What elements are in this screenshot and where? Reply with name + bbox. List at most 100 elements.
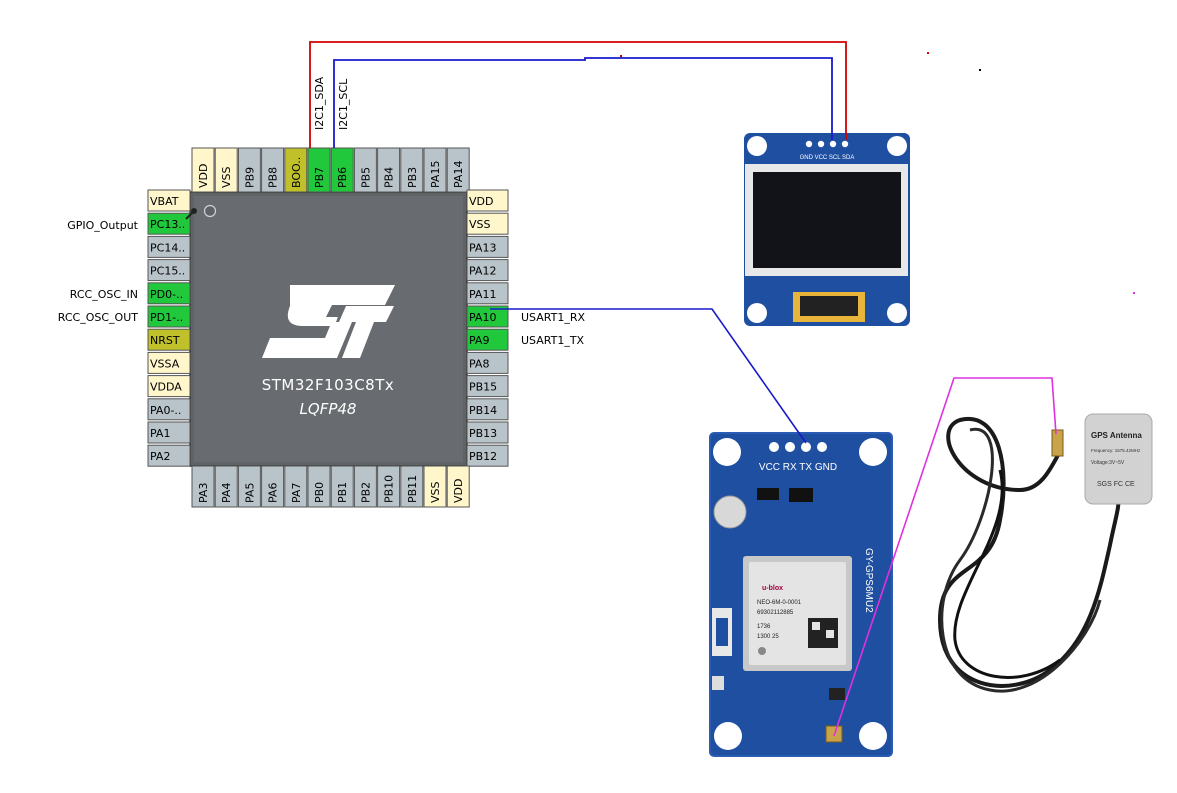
gps-module: VCC RX TX GND u-blox NEO-6M-0-0001 69302… bbox=[709, 432, 893, 757]
pin-label: PB4 bbox=[383, 167, 396, 188]
pin-pb15[interactable]: PB15 bbox=[466, 375, 509, 398]
signal-gpio-output: GPIO_Output bbox=[67, 219, 138, 232]
oled-pin-labels: GND VCC SCL SDA bbox=[800, 155, 855, 161]
pin-pb13[interactable]: PB13 bbox=[466, 421, 509, 444]
pin-vdd[interactable]: VDD bbox=[446, 465, 470, 508]
pin-pa5[interactable]: PA5 bbox=[237, 465, 261, 508]
pin-label: PA3 bbox=[197, 483, 210, 503]
pin-label: PA9 bbox=[469, 334, 489, 347]
pin-label: PB9 bbox=[243, 167, 256, 188]
wire-i2c-sda bbox=[309, 41, 847, 148]
st-logo bbox=[262, 285, 395, 358]
gps-mount-hole bbox=[713, 438, 741, 466]
antenna-cable bbox=[937, 416, 1121, 688]
pin-pb11[interactable]: PB11 bbox=[400, 465, 424, 508]
pins-left: VBAT PC13.. PC14.. PC15..PD0-.. PD1-.. NRST VS… bbox=[147, 189, 191, 467]
oled-pin bbox=[829, 140, 837, 148]
pin-label: VDDA bbox=[150, 381, 182, 394]
gps-mount-hole bbox=[714, 722, 742, 750]
pin-label: PA1 bbox=[150, 427, 170, 440]
pin-vss[interactable]: VSS bbox=[423, 465, 447, 508]
pin-pd1[interactable]: PD1-.. bbox=[147, 305, 191, 328]
gps-capacitor-mark bbox=[716, 618, 728, 646]
pin-vssa[interactable]: VSSA bbox=[147, 351, 191, 374]
pin-pb8[interactable]: PB8 bbox=[261, 147, 285, 193]
pushpin-icon bbox=[185, 208, 197, 220]
pin-pb0[interactable]: PB0 bbox=[307, 465, 331, 508]
pin-vdda[interactable]: VDDA bbox=[147, 375, 191, 398]
pin-label: PB2 bbox=[359, 482, 372, 503]
pin-pc13[interactable]: PC13.. bbox=[147, 212, 191, 235]
pin-pa8[interactable]: PA8 bbox=[466, 351, 509, 374]
pin-pb7[interactable]: PB7 bbox=[307, 147, 331, 193]
gps-chip-line-2: 69302112885 bbox=[757, 610, 794, 616]
pin-pa10[interactable]: PA10 bbox=[466, 305, 509, 328]
pin-vdd[interactable]: VDD bbox=[191, 147, 215, 193]
pin-label: PC14.. bbox=[150, 241, 185, 254]
pin-pb2[interactable]: PB2 bbox=[353, 465, 377, 508]
pin-pd0[interactable]: PD0-.. bbox=[147, 282, 191, 305]
pin-pa3[interactable]: PA3 bbox=[191, 465, 215, 508]
signal-usart1-tx: USART1_TX bbox=[521, 334, 585, 347]
gps-antenna: GPS Antenna Frequency: 1575.42MHz Voltag… bbox=[937, 413, 1153, 693]
pin-pa15[interactable]: PA15 bbox=[423, 147, 447, 193]
pin-label: PA7 bbox=[290, 483, 303, 503]
pin-pa11[interactable]: PA11 bbox=[466, 282, 509, 305]
oled-pin bbox=[841, 140, 849, 148]
pin-pa4[interactable]: PA4 bbox=[214, 465, 238, 508]
pin-label: PB10 bbox=[383, 475, 396, 503]
gps-side-text: GY-GPS6MU2 bbox=[863, 548, 874, 613]
pin-label: PB0 bbox=[313, 482, 326, 503]
pin-pb1[interactable]: PB1 bbox=[330, 465, 354, 508]
antenna-title: GPS Antenna bbox=[1091, 431, 1142, 440]
pin-pc15[interactable]: PC15.. bbox=[147, 259, 191, 282]
wire-usart bbox=[490, 308, 807, 444]
pin-pb4[interactable]: PB4 bbox=[377, 147, 401, 193]
pin-pb5[interactable]: PB5 bbox=[353, 147, 377, 193]
pin-label: PB6 bbox=[336, 167, 349, 188]
pin-label: PA10 bbox=[469, 311, 496, 324]
pin-label: BOO.. bbox=[290, 157, 303, 188]
gps-mount-hole bbox=[859, 438, 887, 466]
pin-pa14[interactable]: PA14 bbox=[446, 147, 470, 193]
pin-pb10[interactable]: PB10 bbox=[377, 465, 401, 508]
wire-antenna bbox=[833, 377, 1057, 737]
pin-vss[interactable]: VSS bbox=[214, 147, 238, 193]
pin-pa13[interactable]: PA13 bbox=[466, 235, 509, 258]
pin-label: VDD bbox=[469, 195, 493, 208]
pin-label: PB13 bbox=[469, 427, 497, 440]
antenna-cable-loop bbox=[953, 469, 1061, 679]
pin-vdd[interactable]: VDD bbox=[466, 189, 509, 212]
pin-pc14[interactable]: PC14.. bbox=[147, 235, 191, 258]
signal-rcc-osc-out: RCC_OSC_OUT bbox=[58, 311, 138, 324]
pin-label: PA8 bbox=[469, 357, 489, 370]
pin-pa6[interactable]: PA6 bbox=[261, 465, 285, 508]
pin-boo[interactable]: BOO.. bbox=[284, 147, 308, 193]
wire-i2c-scl bbox=[333, 57, 833, 148]
pin-pa0[interactable]: PA0-.. bbox=[147, 398, 191, 421]
pin-pa1[interactable]: PA1 bbox=[147, 421, 191, 444]
pin-nrst[interactable]: NRST bbox=[147, 328, 191, 351]
pin-pb14[interactable]: PB14 bbox=[466, 398, 509, 421]
pin-label: VSS bbox=[429, 481, 442, 503]
pin-vss[interactable]: VSS bbox=[466, 212, 509, 235]
pin-label: VBAT bbox=[150, 195, 179, 208]
stray-dot bbox=[620, 55, 622, 57]
gps-mount-hole bbox=[859, 722, 887, 750]
pin-pa9[interactable]: PA9 bbox=[466, 328, 509, 351]
gps-header-labels: VCC RX TX GND bbox=[759, 462, 837, 473]
pin-label: PB8 bbox=[267, 167, 280, 188]
pin-pa7[interactable]: PA7 bbox=[284, 465, 308, 508]
pin-vbat[interactable]: VBAT bbox=[147, 189, 191, 212]
stray-dot bbox=[1133, 292, 1135, 294]
pin-pb3[interactable]: PB3 bbox=[400, 147, 424, 193]
pin-pa12[interactable]: PA12 bbox=[466, 259, 509, 282]
pin-label: VSSA bbox=[150, 357, 180, 370]
pin-pb6[interactable]: PB6 bbox=[330, 147, 354, 193]
pin-label: PB5 bbox=[359, 167, 372, 188]
pin-pb12[interactable]: PB12 bbox=[466, 444, 509, 467]
pin-pa2[interactable]: PA2 bbox=[147, 444, 191, 467]
pin-label: PD1-.. bbox=[150, 311, 183, 324]
pin-pb9[interactable]: PB9 bbox=[237, 147, 261, 193]
pin-label: PB3 bbox=[406, 167, 419, 188]
